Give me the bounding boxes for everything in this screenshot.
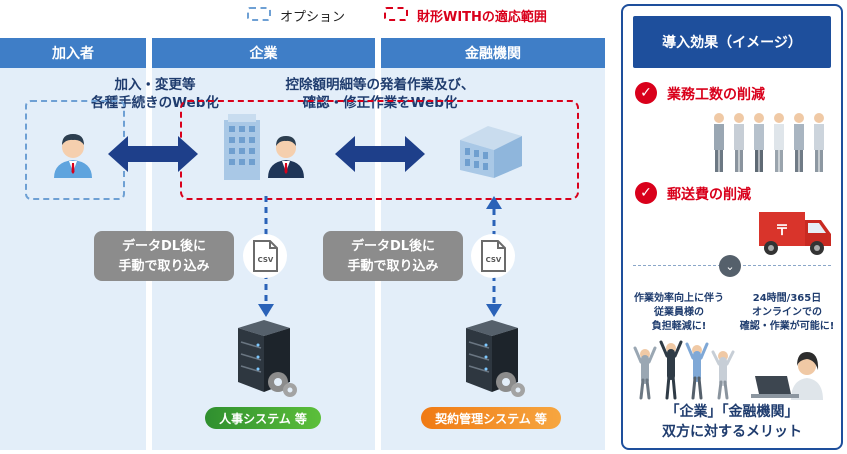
member-web-line1: 加入・変更等 (114, 77, 196, 93)
effects-panel-title: 導入効果（イメージ） (633, 16, 831, 68)
bank-column-header: 金融機関 (381, 38, 605, 68)
note-24h-line3: 確認・作業が可能に! (739, 321, 835, 332)
mutual-benefit-text: 「企業」「金融機関」 双方に対するメリット (623, 402, 841, 442)
bank-download-note: データDL後に 手動で取り込み (323, 231, 463, 281)
note-24h-line2: オンラインでの (752, 307, 822, 318)
company-csv-icon: CSV (243, 234, 287, 278)
company-web-line2: 確認・修正作業をWeb化 (302, 95, 458, 111)
member-company-arrow (108, 136, 198, 172)
company-person-icon (268, 136, 304, 178)
mutual-benefit-line2: 双方に対するメリット (662, 424, 802, 440)
company-web-line1: 控除額明細等の発着作業及び、 (285, 77, 475, 93)
cheering-people-illustration (633, 340, 735, 400)
scope-legend-swatch (384, 7, 408, 21)
hr-system-label: 人事システム 等 (205, 407, 321, 429)
bank-note-line2: 手動で取り込み (347, 259, 439, 274)
note-efficiency-line2: 従業員様の (654, 307, 704, 318)
contract-server-icon (466, 320, 525, 397)
company-building-icon (224, 114, 260, 180)
contract-system-label: 契約管理システム 等 (421, 407, 561, 429)
effect-workload-reduction: 業務工数の削減 (667, 87, 765, 103)
bank-csv-icon: CSV (471, 234, 515, 278)
member-person-icon (54, 134, 92, 178)
effects-panel: 導入効果（イメージ） ✓ 業務工数の削減 ✓ 郵送費の削減 〒 ⌄ 作業効率向上… (621, 4, 843, 450)
note-efficiency: 作業効率向上に伴う 従業員様の 負担軽減に! (627, 292, 731, 334)
option-legend-label: オプション (280, 10, 346, 25)
mail-truck-icon: 〒 (759, 212, 831, 255)
note-efficiency-line3: 負担軽減に! (651, 321, 707, 332)
company-bank-arrow (335, 136, 425, 172)
check-icon-workload: ✓ (635, 82, 657, 104)
company-web-callout: 控除額明細等の発着作業及び、 確認・修正作業をWeb化 (245, 76, 515, 112)
company-download-note: データDL後に 手動で取り込み (94, 231, 234, 281)
option-legend-swatch (247, 7, 271, 21)
bank-note-line1: データDL後に (350, 239, 436, 254)
chevron-down-icon: ⌄ (719, 255, 741, 277)
company-csv-text: CSV (258, 256, 274, 264)
note-24h: 24時間/365日 オンラインでの 確認・作業が可能に! (731, 292, 843, 334)
company-column-header: 企業 (152, 38, 375, 68)
laptop-woman-illustration (751, 352, 823, 400)
bank-csv-text: CSV (486, 256, 502, 264)
effect-postage-reduction: 郵送費の削減 (667, 187, 751, 203)
svg-text:〒: 〒 (775, 223, 789, 239)
check-icon-postage: ✓ (635, 182, 657, 204)
member-column-header: 加入者 (0, 38, 146, 68)
bank-building-icon (460, 126, 522, 178)
note-efficiency-line1: 作業効率向上に伴う (634, 293, 724, 304)
company-note-line1: データDL後に (121, 239, 207, 254)
workers-illustration (714, 113, 824, 172)
mutual-benefit-line1: 「企業」「金融機関」 (665, 404, 799, 420)
scope-legend-label: 財形WITHの適応範囲 (417, 10, 547, 25)
hr-server-icon (238, 320, 297, 397)
company-note-line2: 手動で取り込み (118, 259, 210, 274)
note-24h-line1: 24時間/365日 (752, 293, 822, 304)
